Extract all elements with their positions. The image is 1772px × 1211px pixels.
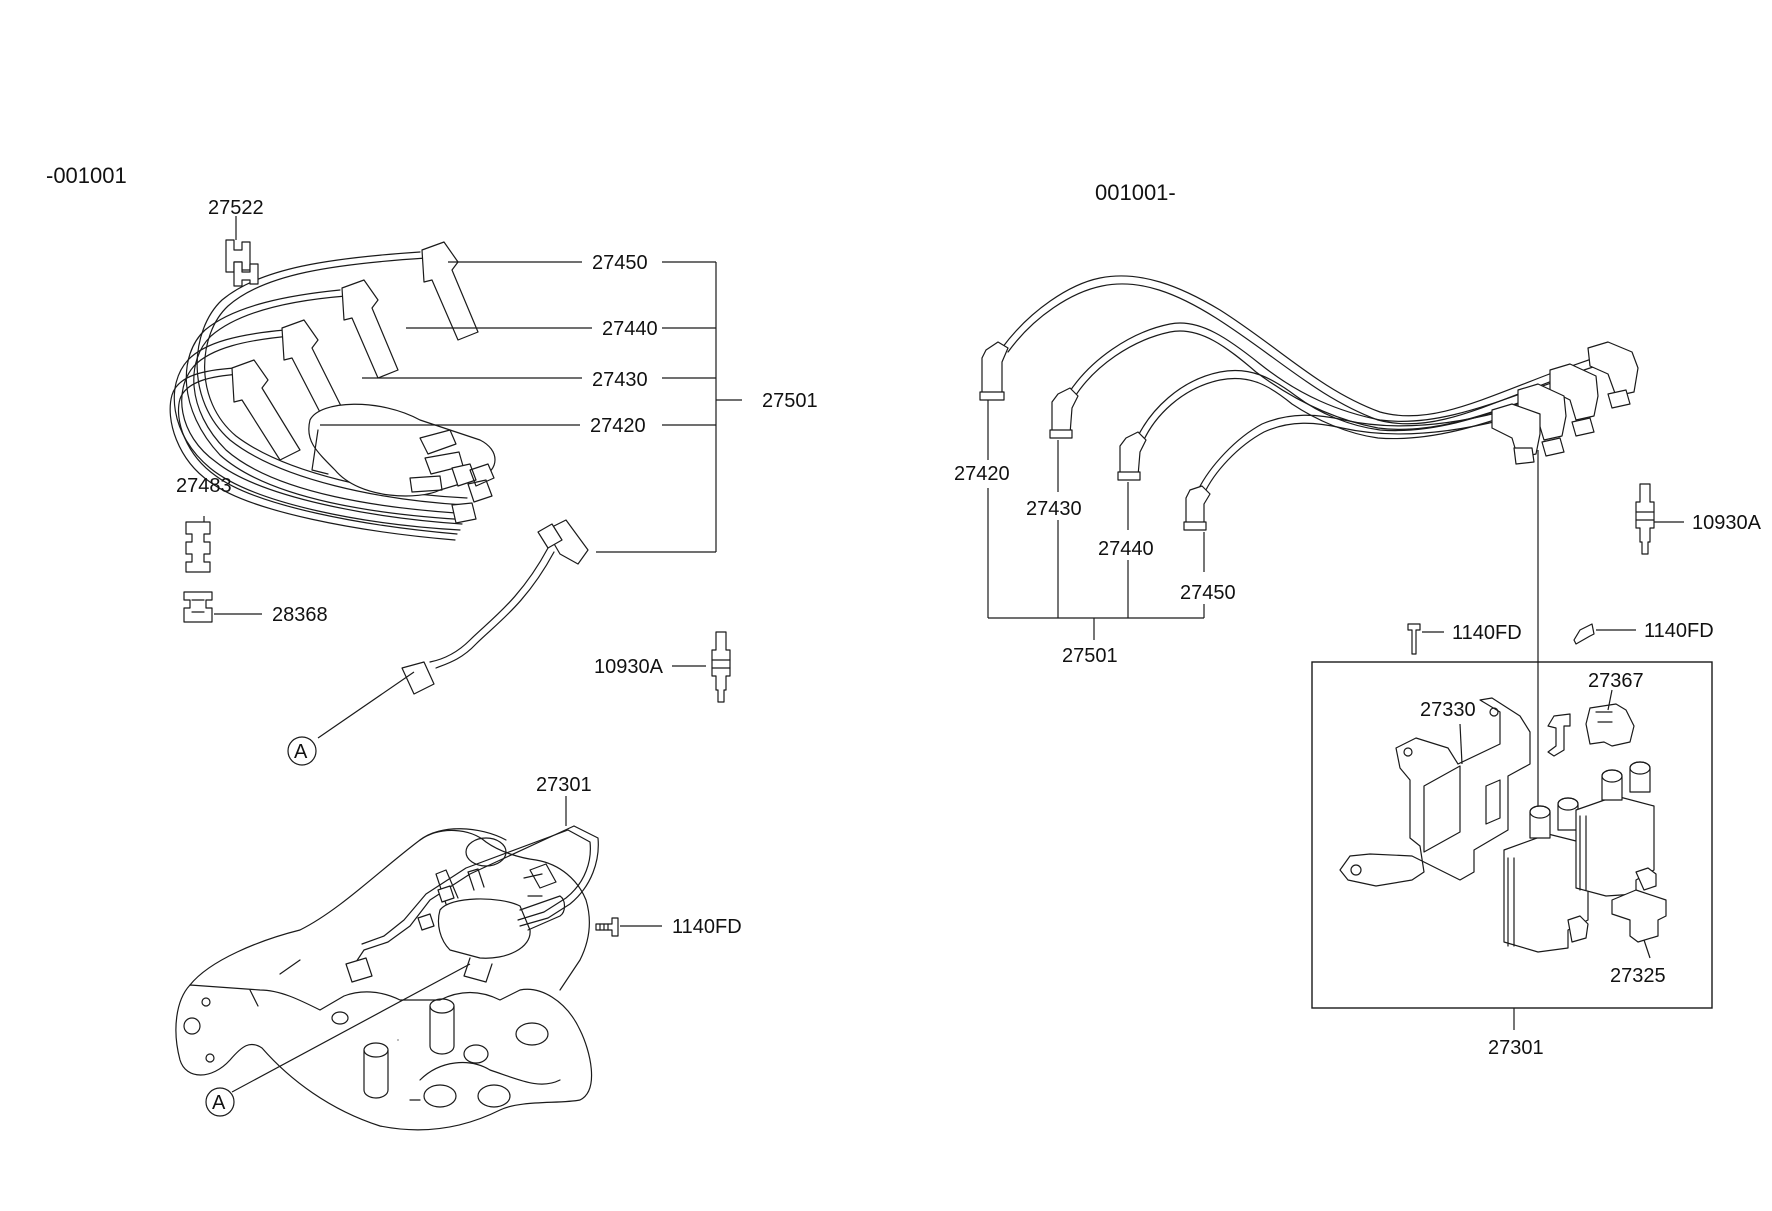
part-27430-right: 27430	[1026, 498, 1082, 520]
part-10930A-right: 10930A	[1692, 512, 1762, 534]
ignition-coil-rear	[1575, 795, 1655, 897]
part-27430-left: 27430	[592, 369, 648, 391]
part-27501-left: 27501	[762, 390, 818, 412]
cable-clip-28368	[183, 591, 213, 623]
plug-boot-27420	[231, 359, 301, 461]
plug-boot-27440	[341, 279, 399, 379]
part-27501-right: 27501	[1062, 645, 1118, 667]
part-27301-right: 27301	[1488, 1037, 1544, 1059]
boot-27420-right	[981, 341, 1009, 397]
part-1140FD-right-a: 1140FD	[1452, 622, 1522, 644]
part-28368-left: 28368	[272, 604, 328, 626]
coil-lead-end	[401, 661, 435, 695]
plug-boot-27450	[421, 241, 479, 341]
part-10930A-left: 10930A	[594, 656, 664, 678]
connection-marker-a-lower-label: A	[212, 1092, 226, 1114]
connector-27367	[1585, 703, 1635, 747]
connection-marker-a-upper	[287, 736, 317, 766]
part-27301-left: 27301	[536, 774, 592, 796]
left-engine-housing-drawing	[175, 825, 619, 1131]
part-27522-left: 27522	[208, 197, 264, 219]
bolt-1140FD-right-b	[1573, 623, 1595, 645]
part-27450-right: 27450	[1180, 582, 1236, 604]
part-27420-right: 27420	[954, 463, 1010, 485]
part-1140FD-left: 1140FD	[672, 916, 742, 938]
part-27450-left: 27450	[592, 252, 648, 274]
ignition-coil-front	[1503, 833, 1589, 953]
part-1140FD-right-b: 1140FD	[1644, 620, 1714, 642]
right-leaders	[987, 400, 1684, 830]
coil-boot-1	[1587, 341, 1639, 397]
small-bracket	[1547, 713, 1571, 757]
left-leaders	[203, 216, 742, 739]
part-27440-right: 27440	[1098, 538, 1154, 560]
coil-assembly-leaders	[1459, 689, 1651, 1030]
part-27483-left: 27483	[176, 475, 232, 497]
boot-27430-right	[1051, 387, 1079, 435]
spark-plug-left	[711, 631, 731, 703]
plug-boot-27430	[281, 319, 345, 421]
connection-marker-a-upper-label: A	[294, 741, 308, 763]
left-cable-set-drawing	[169, 239, 731, 703]
section-label-right: 001001-	[1095, 180, 1176, 205]
coil-assembly-drawing	[1339, 697, 1667, 953]
part-27440-left: 27440	[602, 318, 658, 340]
part-27367-right: 27367	[1588, 670, 1644, 692]
coil-boot-4	[1491, 403, 1541, 459]
bolt-1140FD-right-a	[1407, 623, 1421, 655]
boot-27440-right	[1119, 431, 1147, 477]
bolt-1140FD-left	[595, 917, 619, 937]
part-27420-left: 27420	[590, 415, 646, 437]
section-label-left: -001001	[46, 163, 127, 188]
part-27330-right: 27330	[1420, 699, 1476, 721]
part-27325-right: 27325	[1610, 965, 1666, 987]
left-engine-leaders	[231, 796, 662, 1093]
coil-assembly-box	[1311, 661, 1713, 1009]
distributor-body	[437, 898, 531, 959]
connection-marker-a-lower	[205, 1087, 235, 1117]
coil-bracket-27330	[1339, 697, 1531, 887]
module-27325	[1611, 889, 1667, 943]
spark-plug-right	[1635, 483, 1655, 555]
cable-clip-27483	[185, 521, 211, 573]
right-cable-set-drawing	[979, 275, 1655, 655]
